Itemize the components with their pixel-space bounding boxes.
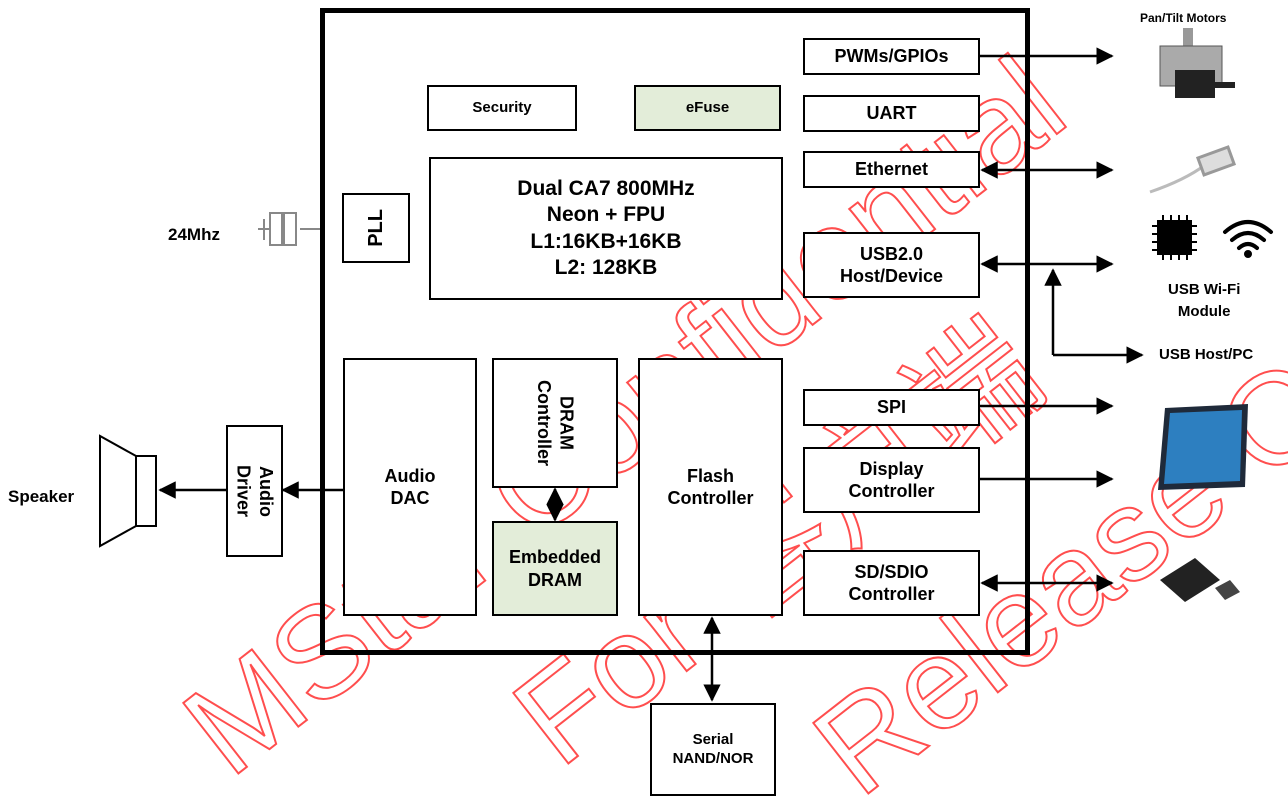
cpu-block: Dual CA7 800MHz Neon + FPU L1:16KB+16KB …	[429, 157, 783, 300]
chip-icon	[1152, 215, 1197, 260]
spi-block: SPI	[803, 389, 980, 426]
ethernet-cable-icon	[1150, 147, 1234, 192]
motor-icon	[1160, 28, 1235, 98]
display-icon	[1158, 404, 1248, 490]
motors-label: Pan/Tilt Motors	[1140, 11, 1226, 25]
usb-host-label: USB Host/PC	[1159, 346, 1253, 363]
cpu-line-4: L2: 128KB	[555, 255, 658, 281]
uart-block: UART	[803, 95, 980, 132]
ethernet-block: Ethernet	[803, 151, 980, 188]
sd-card-icon	[1160, 558, 1240, 602]
cpu-line-3: L1:16KB+16KB	[530, 229, 681, 255]
crystal-icon	[258, 213, 320, 245]
crystal-label: 24Mhz	[168, 225, 220, 245]
security-block: Security	[427, 85, 577, 131]
speaker-icon	[100, 436, 156, 546]
pll-block: PLL	[342, 193, 410, 263]
cpu-line-1: Dual CA7 800MHz	[517, 176, 694, 202]
pwm-gpio-block: PWMs/GPIOs	[803, 38, 980, 75]
cpu-line-2: Neon + FPU	[547, 202, 665, 228]
wifi-icon	[1225, 222, 1271, 256]
efuse-block: eFuse	[634, 85, 781, 131]
speaker-label: Speaker	[8, 487, 74, 507]
